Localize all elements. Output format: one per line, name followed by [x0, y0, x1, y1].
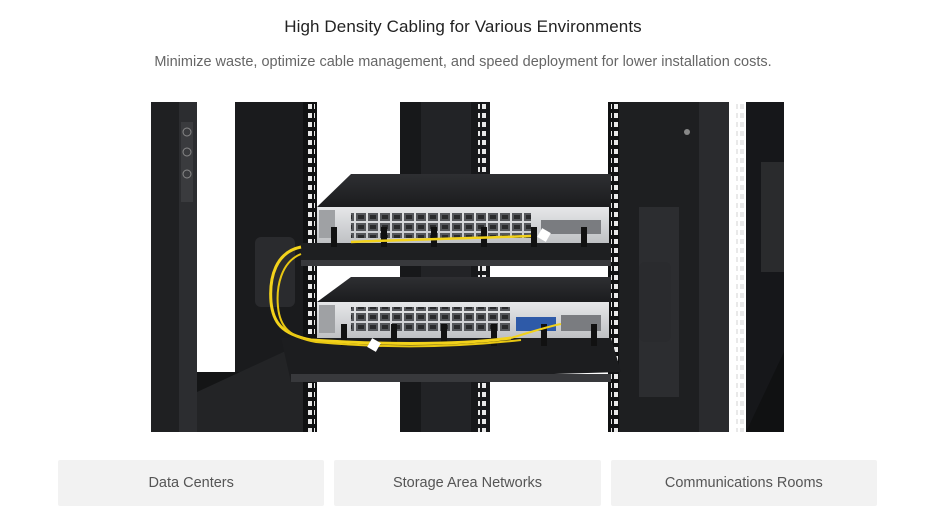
server-rack-photo [151, 102, 784, 432]
section-subtitle: Minimize waste, optimize cable managemen… [154, 54, 772, 70]
tab-storage-area-networks[interactable]: Storage Area Networks [334, 460, 601, 506]
tab-communications-rooms[interactable]: Communications Rooms [610, 460, 877, 506]
environment-tabs: Data Centers Storage Area Networks Commu… [58, 460, 877, 506]
section-title: High Density Cabling for Various Environ… [284, 17, 642, 36]
tab-data-centers[interactable]: Data Centers [58, 460, 325, 506]
